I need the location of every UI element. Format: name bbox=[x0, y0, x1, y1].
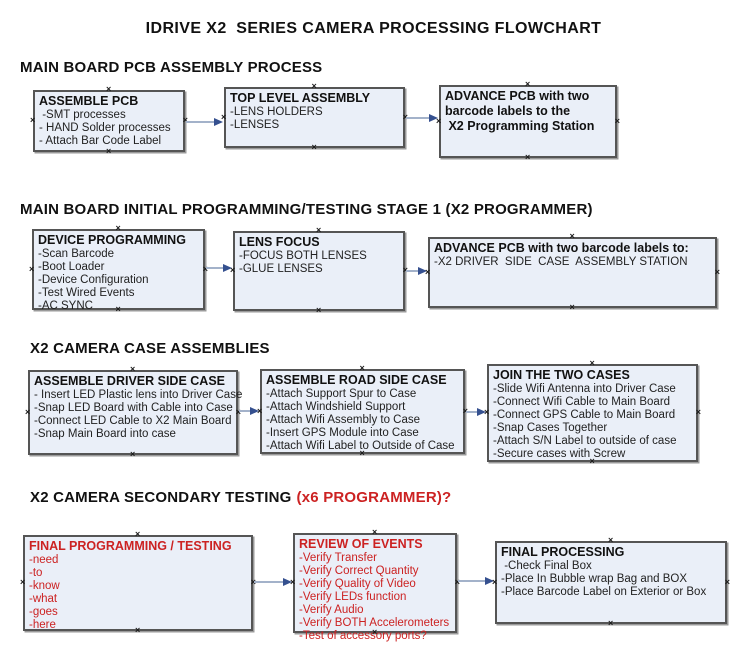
connector-handle-icon: × bbox=[372, 527, 378, 537]
arrowhead-icon bbox=[250, 407, 259, 415]
box-title: TOP LEVEL ASSEMBLY bbox=[230, 91, 371, 105]
box-lines: - Insert LED Plastic lens into Driver Ca… bbox=[34, 389, 243, 440]
box-title: REVIEW OF EVENTS bbox=[299, 537, 423, 551]
connector-handle-icon: × bbox=[311, 142, 317, 152]
connector-handle-icon: × bbox=[106, 146, 112, 156]
connector-handle-icon: × bbox=[695, 407, 701, 417]
connector-handle-icon: × bbox=[130, 449, 136, 459]
box-lines: -Slide Wifi Antenna into Driver Case -Co… bbox=[493, 383, 677, 460]
connector-handle-icon: × bbox=[316, 305, 322, 315]
flow-box-advance-pcb-programming-station: × × × × ADVANCE PCB with two barcode lab… bbox=[436, 80, 620, 162]
flow-arrow bbox=[458, 577, 494, 586]
connector-handle-icon: × bbox=[20, 577, 26, 587]
arrowhead-icon bbox=[223, 264, 232, 272]
box-title: ASSEMBLE ROAD SIDE CASE bbox=[266, 373, 447, 387]
connector-handle-icon: × bbox=[311, 81, 317, 91]
box-lines: -need -to -know -what -goes -here bbox=[29, 554, 60, 631]
box-title: ASSEMBLE DRIVER SIDE CASE bbox=[34, 374, 226, 388]
flow-arrow bbox=[406, 267, 427, 276]
flow-box-assemble-driver-side-case: × × × × ASSEMBLE DRIVER SIDE CASE - Inse… bbox=[25, 365, 243, 459]
flow-arrow bbox=[406, 114, 438, 123]
flow-box-advance-pcb-driver-side: × × × × ADVANCE PCB with two barcode lab… bbox=[425, 232, 720, 312]
connector-handle-icon: × bbox=[614, 115, 620, 126]
connector-handle-icon: × bbox=[29, 263, 35, 274]
box-title: ADVANCE PCB with two barcode labels to t… bbox=[445, 89, 595, 133]
flow-box-review-of-events: × × × × REVIEW OF EVENTS -Verify Transfe… bbox=[290, 528, 460, 643]
flow-arrow bbox=[254, 578, 292, 587]
arrowhead-icon bbox=[418, 267, 427, 275]
box-lines: -X2 DRIVER SIDE CASE ASSEMBLY STATION bbox=[434, 256, 688, 268]
section-heading-red-suffix: (x6 PROGRAMMER)? bbox=[296, 489, 452, 506]
connector-handle-icon: × bbox=[30, 115, 36, 125]
arrowhead-icon bbox=[283, 578, 292, 586]
arrowhead-icon bbox=[429, 114, 438, 122]
flow-box-top-level-assembly: × × × × TOP LEVEL ASSEMBLY -LENS HOLDERS… bbox=[221, 82, 408, 152]
section-heading-case-assemblies: X2 CAMERA CASE ASSEMBLIES bbox=[30, 340, 270, 357]
connector-handle-icon: × bbox=[525, 79, 531, 89]
flow-arrow bbox=[186, 118, 223, 127]
box-lines: -Verify Transfer -Verify Correct Quantit… bbox=[299, 552, 450, 642]
box-title: ADVANCE PCB with two barcode labels to: bbox=[434, 241, 689, 255]
flow-box-lens-focus: × × × × LENS FOCUS -FOCUS BOTH LENSES -G… bbox=[230, 226, 408, 315]
flow-box-assemble-pcb: × × × × ASSEMBLE PCB -SMT processes - HA… bbox=[30, 85, 188, 156]
section-heading-text: X2 CAMERA SECONDARY TESTING bbox=[30, 489, 292, 506]
connector-handle-icon: × bbox=[569, 231, 575, 241]
box-title: FINAL PROGRAMMING / TESTING bbox=[29, 539, 232, 553]
connector-handle-icon: × bbox=[714, 266, 720, 277]
flow-arrow bbox=[206, 264, 232, 273]
connector-handle-icon: × bbox=[106, 84, 112, 94]
connector-handle-icon: × bbox=[115, 223, 121, 233]
box-title: ASSEMBLE PCB bbox=[39, 94, 139, 108]
box-lines: -Attach Support Spur to Case -Attach Win… bbox=[266, 388, 455, 452]
box-lines: -Check Final Box -Place In Bubble wrap B… bbox=[501, 560, 707, 598]
connector-handle-icon: × bbox=[359, 363, 365, 373]
box-lines: -FOCUS BOTH LENSES -GLUE LENSES bbox=[239, 250, 367, 275]
connector-handle-icon: × bbox=[608, 535, 614, 545]
box-title: LENS FOCUS bbox=[239, 235, 320, 249]
arrowhead-icon bbox=[477, 408, 486, 416]
connector-handle-icon: × bbox=[316, 225, 322, 235]
box-title: JOIN THE TWO CASES bbox=[493, 368, 630, 382]
flow-box-final-processing: × × × × FINAL PROCESSING -Check Final Bo… bbox=[492, 536, 730, 628]
box-lines: -Scan Barcode -Boot Loader -Device Confi… bbox=[38, 248, 149, 312]
section-heading-secondary-testing: X2 CAMERA SECONDARY TESTING(x6 PROGRAMME… bbox=[30, 489, 451, 506]
connector-handle-icon: × bbox=[569, 302, 575, 312]
flow-box-final-programming-testing: × × × × FINAL PROGRAMMING / TESTING -nee… bbox=[20, 530, 256, 635]
flow-box-assemble-road-side-case: × × × × ASSEMBLE ROAD SIDE CASE -Attach … bbox=[257, 364, 468, 458]
box-title: FINAL PROCESSING bbox=[501, 545, 625, 559]
page-title: IDRIVE X2 SERIES CAMERA PROCESSING FLOWC… bbox=[145, 20, 602, 37]
box-lines: -SMT processes - HAND Solder processes -… bbox=[39, 109, 171, 147]
connector-handle-icon: × bbox=[525, 152, 531, 162]
arrowhead-icon bbox=[485, 577, 494, 585]
section-heading-pcb-assembly: MAIN BOARD PCB ASSEMBLY PROCESS bbox=[20, 59, 323, 76]
connector-handle-icon: × bbox=[724, 576, 730, 587]
connector-handle-icon: × bbox=[25, 406, 31, 417]
box-title: DEVICE PROGRAMMING bbox=[38, 233, 186, 247]
flow-box-join-the-two-cases: × × × × JOIN THE TWO CASES -Slide Wifi A… bbox=[484, 359, 701, 466]
connector-handle-icon: × bbox=[608, 618, 614, 628]
flow-arrow bbox=[239, 407, 259, 416]
arrowhead-icon bbox=[214, 118, 223, 126]
box-lines: -LENS HOLDERS -LENSES bbox=[230, 106, 323, 131]
flow-arrow bbox=[466, 408, 486, 417]
connector-handle-icon: × bbox=[130, 364, 136, 374]
connector-handle-icon: × bbox=[135, 529, 141, 539]
flow-box-device-programming: × × × × DEVICE PROGRAMMING -Scan Barcode… bbox=[29, 224, 208, 314]
section-heading-initial-programming: MAIN BOARD INITIAL PROGRAMMING/TESTING S… bbox=[20, 201, 593, 218]
connector-handle-icon: × bbox=[589, 358, 595, 368]
